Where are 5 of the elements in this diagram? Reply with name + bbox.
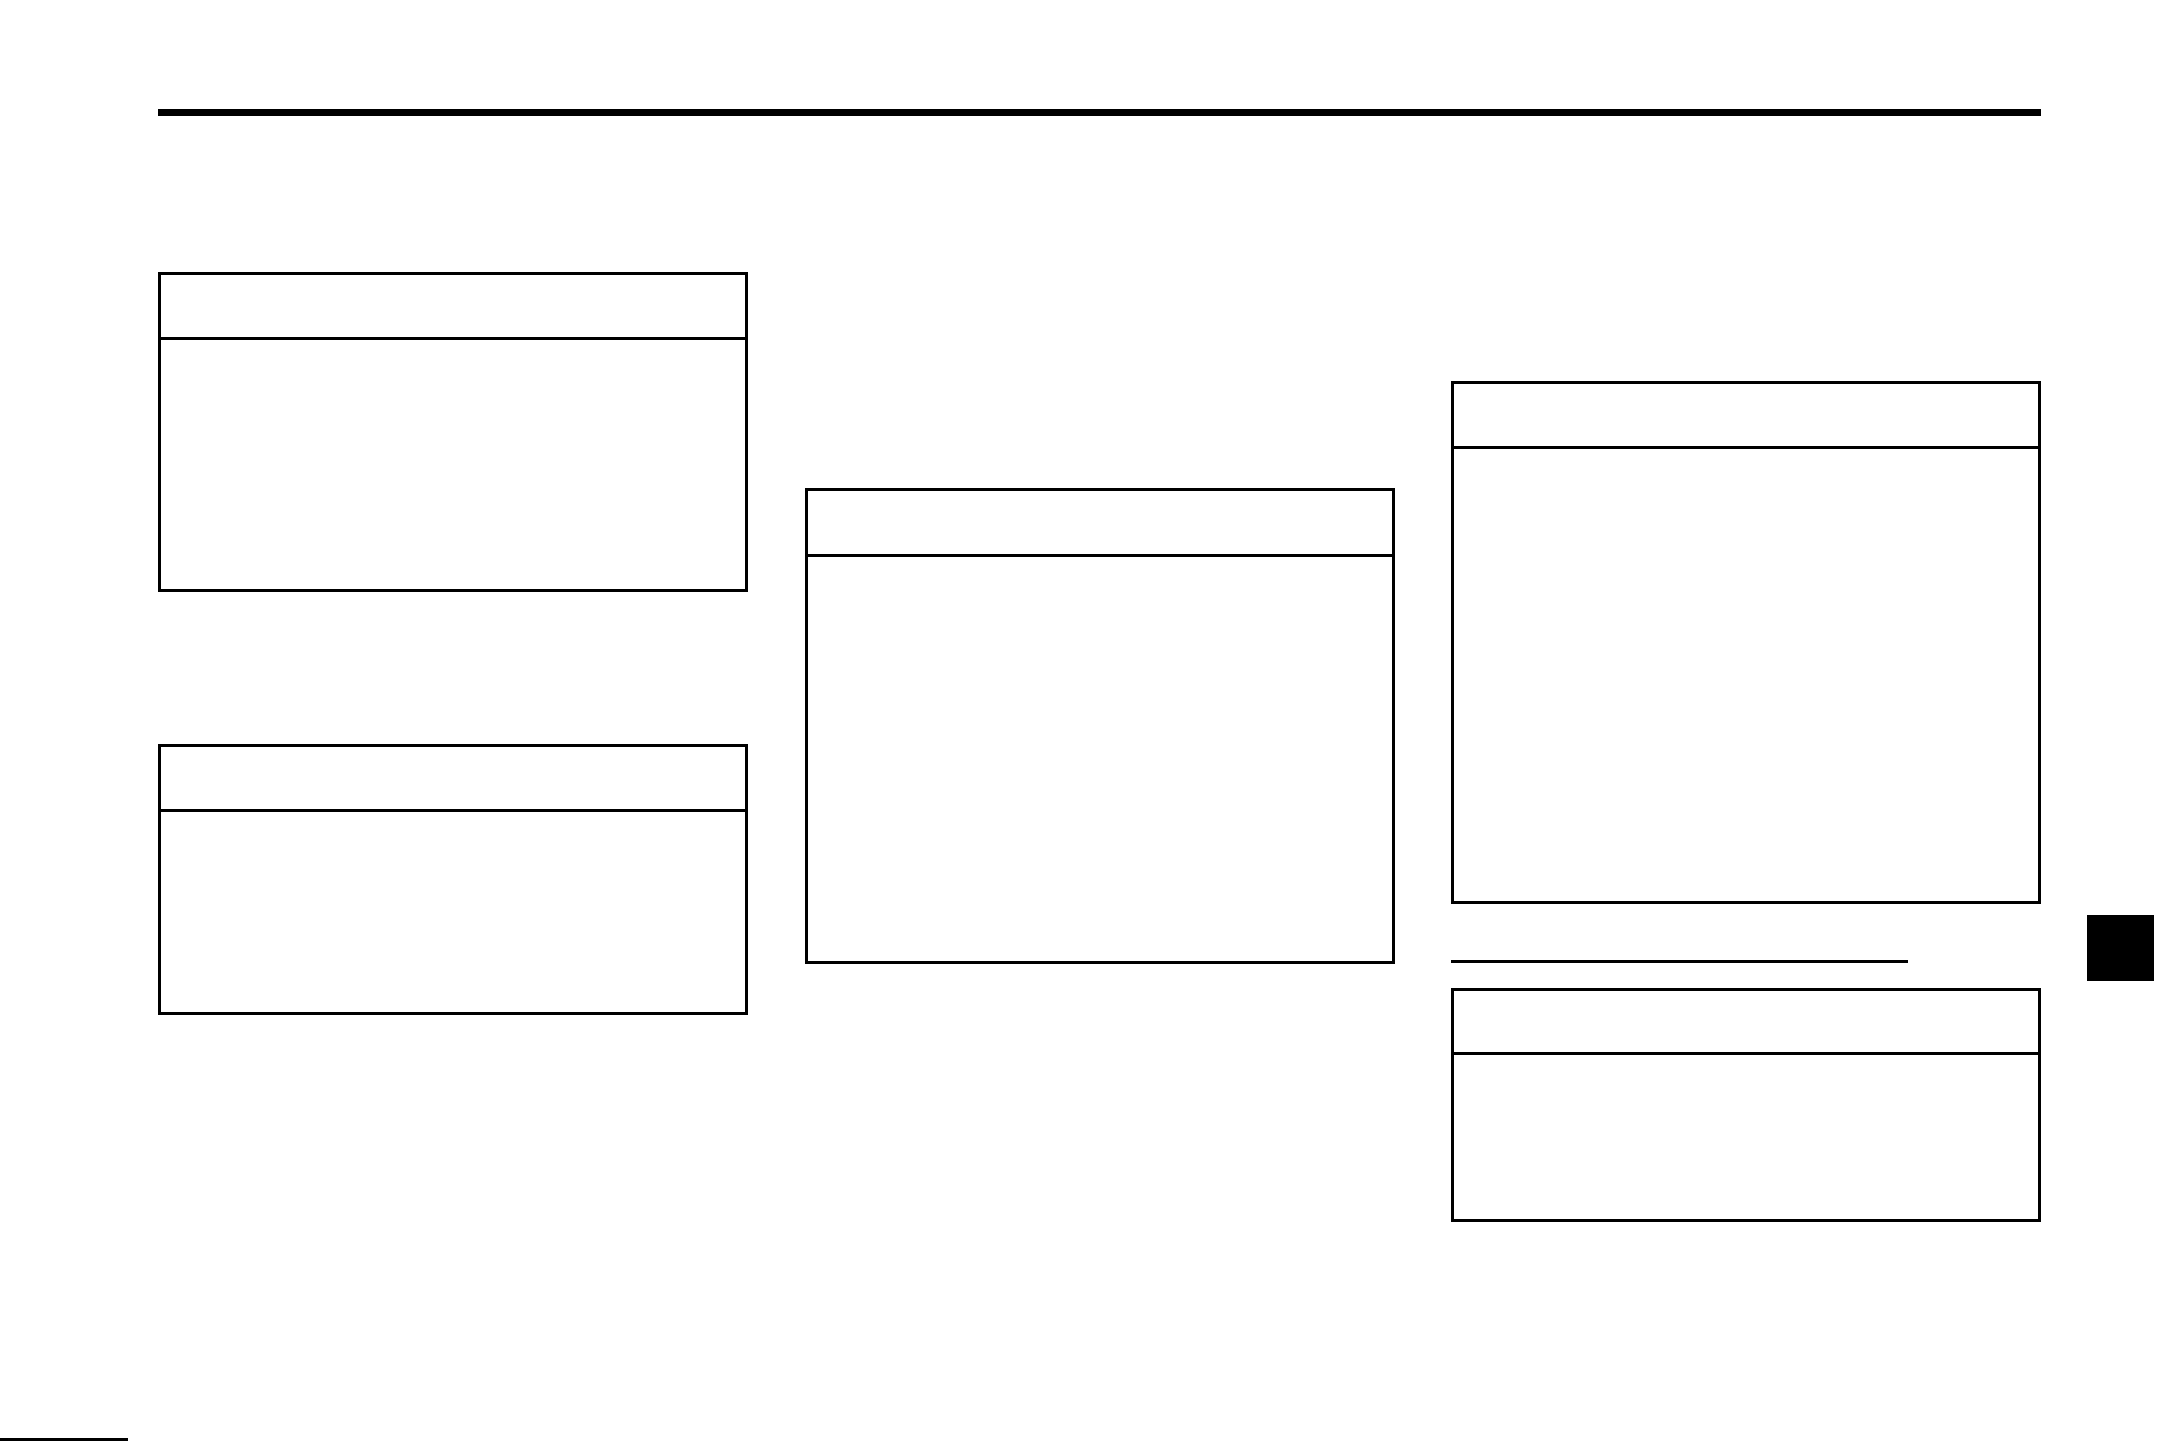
empty-panel xyxy=(158,272,748,592)
empty-panel xyxy=(158,744,748,1015)
empty-panel xyxy=(805,488,1395,964)
empty-panel xyxy=(1451,381,2041,904)
empty-panel xyxy=(1451,988,2041,1222)
